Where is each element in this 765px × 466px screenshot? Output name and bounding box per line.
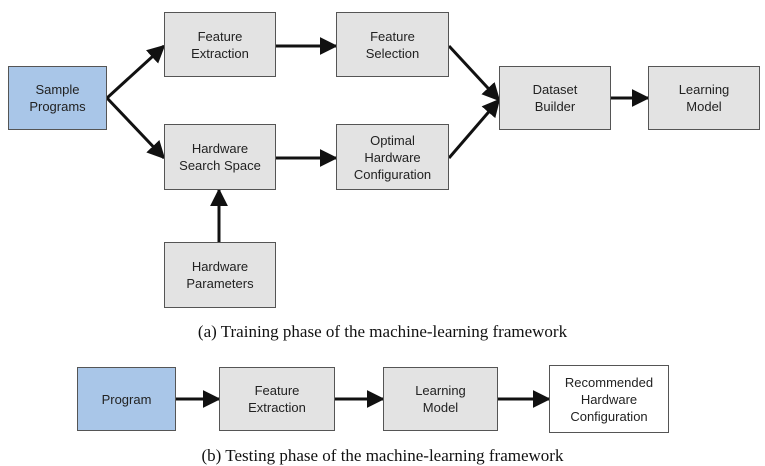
arrow-sample-to-hardware-search-space [105, 96, 166, 160]
test-learning-model-box: Learning Model [383, 367, 498, 431]
feature-selection-label: Feature Selection [365, 28, 420, 61]
recommended-hardware-configuration-label: Recommended Hardware Configuration [564, 374, 654, 424]
learning-model-box: Learning Model [648, 66, 760, 130]
test-learning-model-label: Learning Model [415, 383, 466, 415]
testing-caption: (b) Testing phase of the machine-learnin… [201, 446, 564, 465]
test-feature-extraction-label: Feature Extraction [248, 383, 306, 415]
dataset-builder-label: Dataset Builder [532, 82, 578, 114]
hardware-search-space-box: Hardware Search Space [164, 124, 276, 190]
feature-extraction-box: Feature Extraction [164, 12, 276, 77]
program-box: Program [77, 367, 176, 431]
sample-programs-label: Sample Programs [29, 82, 86, 114]
hardware-parameters-box: Hardware Parameters [164, 242, 276, 308]
feature-extraction-label: Feature Extraction [191, 28, 249, 61]
feature-selection-box: Feature Selection [336, 12, 449, 77]
arrow-feature-selection-to-dataset-builder [447, 44, 501, 102]
arrow-sample-to-feature-extraction [105, 44, 166, 100]
hardware-search-space-label: Hardware Search Space [179, 141, 261, 173]
sample-programs-box: Sample Programs [8, 66, 107, 130]
training-caption: (a) Training phase of the machine-learni… [197, 322, 568, 341]
dataset-builder-box: Dataset Builder [499, 66, 611, 130]
optimal-hardware-configuration-box: Optimal Hardware Configuration [336, 124, 449, 190]
recommended-hardware-configuration-box: Recommended Hardware Configuration [549, 365, 669, 433]
learning-model-label: Learning Model [678, 82, 730, 114]
hardware-parameters-label: Hardware Parameters [186, 259, 254, 291]
arrow-optimal-config-to-dataset-builder [447, 98, 501, 159]
optimal-hardware-configuration-label: Optimal Hardware Configuration [353, 132, 432, 182]
test-feature-extraction-box: Feature Extraction [219, 367, 335, 431]
program-label: Program [101, 391, 152, 407]
